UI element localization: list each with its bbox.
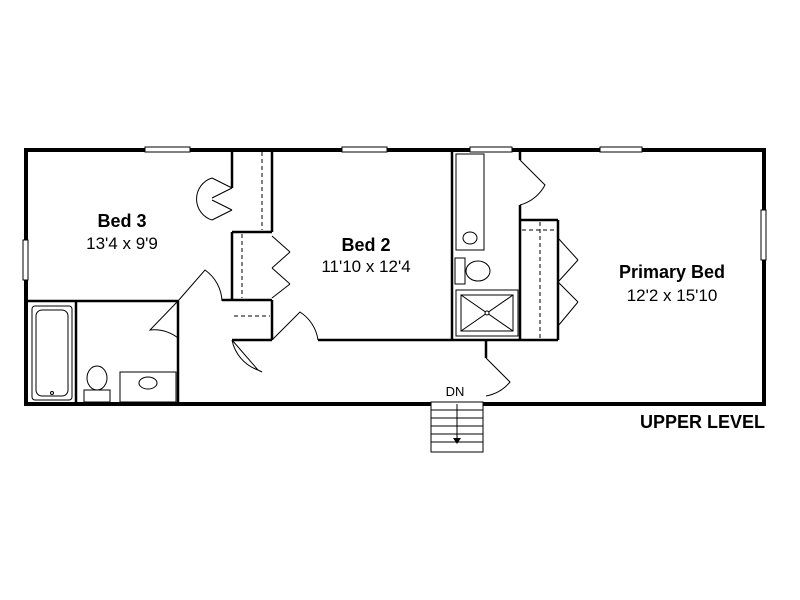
window-primary-top xyxy=(599,146,643,153)
stairs-label: DN xyxy=(446,384,465,399)
window-bed3-left xyxy=(22,239,29,281)
window-primary-right xyxy=(760,209,767,261)
room-dims-bed3: 13'4 x 9'9 xyxy=(86,234,158,253)
window-bed3 xyxy=(144,146,191,153)
room-dims-primary: 12'2 x 15'10 xyxy=(627,286,718,305)
windows xyxy=(22,146,767,281)
room-dims-bed2: 11'10 x 12'4 xyxy=(321,257,410,276)
stairs xyxy=(430,401,484,453)
room-name-primary: Primary Bed xyxy=(619,262,725,282)
window-bath2 xyxy=(469,146,513,153)
level-label: UPPER LEVEL xyxy=(640,412,765,432)
closet-shelves xyxy=(234,152,556,338)
toilet xyxy=(83,389,111,403)
room-name-bed2: Bed 2 xyxy=(341,235,390,255)
doors xyxy=(148,159,579,397)
toilet-2 xyxy=(454,257,466,285)
fixtures xyxy=(31,153,519,403)
window-bed2 xyxy=(341,146,388,153)
interior-walls xyxy=(26,150,560,404)
room-name-bed3: Bed 3 xyxy=(97,211,146,231)
